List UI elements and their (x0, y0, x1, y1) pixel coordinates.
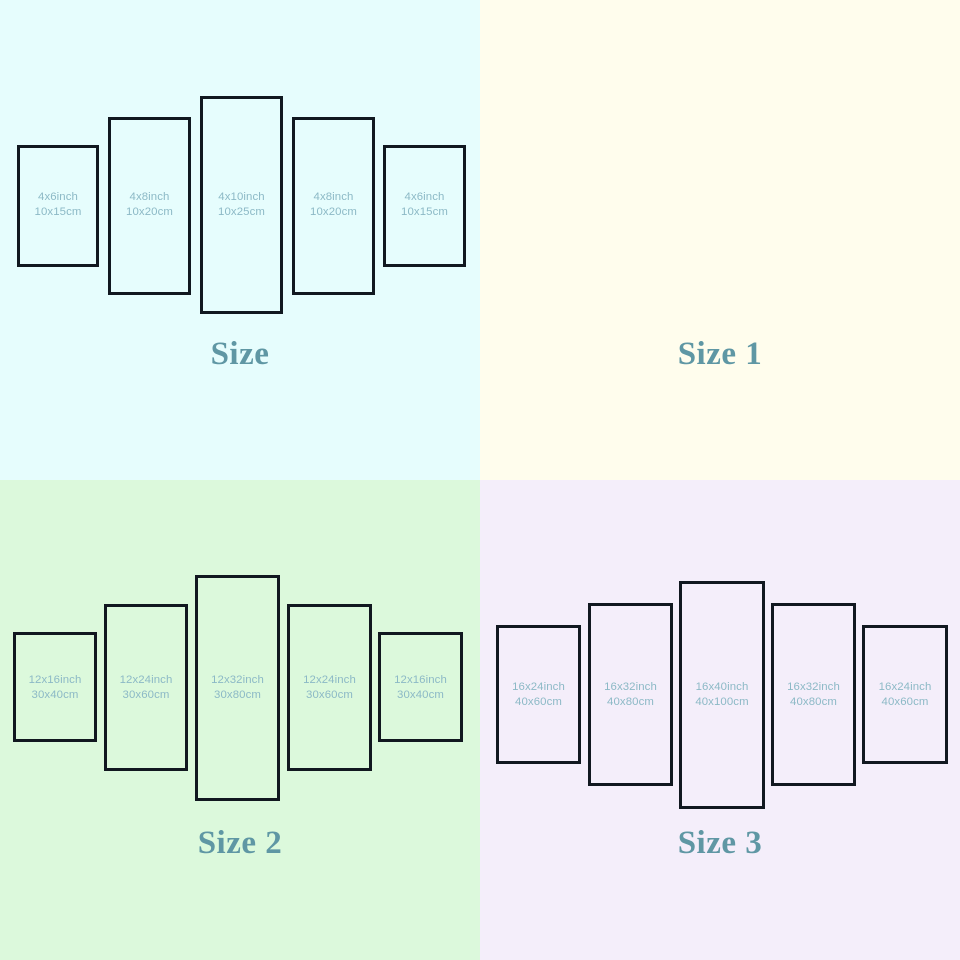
panel-size-inches: 16x32inch (604, 680, 657, 693)
panel-size-label-text: 16x32inch 40x80cm (771, 680, 856, 710)
panel-size-centimeters: 40x80cm (790, 696, 837, 708)
panel-size-label-text: 4x8inch 10x20cm (292, 190, 375, 220)
canvas-panel (771, 603, 856, 786)
panel-group-size-2: 12x16inch 30x40cm 12x24inch 30x60cm 12x32inc… (0, 480, 480, 880)
panel-size-inches: 4x8inch (313, 190, 354, 203)
quadrant-size-1: 8x14inch20x35cm8x18inch20x45cm8x22inch20… (480, 0, 960, 480)
quadrant-size-2: 12x16inch 30x40cm 12x24inch 30x60cm 12x32inc… (0, 480, 480, 960)
panel-size-centimeters: 10x15cm (401, 206, 448, 218)
panel-size-label-text: 16x24inch 40x60cm (496, 680, 581, 710)
panel-size-label-text: 4x8inch 10x20cm (108, 190, 191, 220)
panel-size-label: 12x32inch 30x80cm (195, 673, 280, 703)
panel-size-label: 4x6inch 10x15cm (17, 190, 99, 220)
canvas-panel (378, 632, 463, 742)
panel-size-inches: 16x24inch (512, 680, 565, 693)
quadrant-size-3: 16x24inch 40x60cm 16x32inch 40x80cm 16x40inc… (480, 480, 960, 960)
panel-size-inches: 12x16inch (28, 673, 82, 686)
panel-group-size-3: 16x24inch 40x60cm 16x32inch 40x80cm 16x40inc… (480, 480, 960, 880)
panel-size-label: 12x24inch 30x60cm (287, 673, 372, 703)
canvas-panel (195, 575, 280, 801)
panel-size-centimeters: 30x60cm (122, 689, 170, 701)
panel-size-label: 16x24inch 40x60cm (862, 680, 948, 710)
panel-size-inches: 16x40inch (695, 680, 749, 693)
panel-size-label-text: 16x32inch 40x80cm (588, 680, 673, 710)
panel-size-label: 12x24inch 30x60cm (104, 673, 188, 703)
panel-size-centimeters: 10x20cm (310, 206, 357, 218)
panel-size-label: 12x16inch 30x40cm (378, 673, 463, 703)
panel-size-centimeters: 40x60cm (515, 696, 562, 708)
panel-size-label-text: 4x6inch 10x15cm (17, 190, 99, 220)
panel-size-label: 12x16inch 30x40cm (13, 673, 97, 703)
quadrant-title-size-2: Size 2 (197, 825, 283, 861)
canvas-panel (200, 96, 283, 314)
panel-size-label-text: 12x24inch 30x60cm (287, 673, 372, 703)
panel-size-label: 4x10inch 10x25cm (200, 190, 283, 220)
quadrant-title-size-3: Size 3 (677, 825, 763, 861)
panel-size-label: 16x32inch 40x80cm (588, 680, 673, 710)
panel-size-inches: 16x32inch (787, 680, 840, 693)
panel-size-centimeters: 10x15cm (34, 206, 82, 218)
canvas-panel (287, 604, 372, 771)
canvas-panel (496, 625, 581, 764)
canvas-panel (383, 145, 466, 267)
panel-size-label-text: 16x24inch 40x60cm (862, 680, 948, 710)
panel-size-inches: 16x24inch (878, 680, 932, 693)
panel-size-label: 4x8inch 10x20cm (292, 190, 375, 220)
canvas-panel (679, 581, 765, 809)
panel-size-centimeters: 30x60cm (306, 689, 353, 701)
canvas-panel (104, 604, 188, 771)
panel-size-inches: 4x8inch (129, 190, 170, 203)
panel-size-inches: 4x10inch (218, 190, 265, 203)
panel-size-inches: 4x6inch (38, 190, 78, 203)
panel-size-label-text: 4x6inch 10x15cm (383, 190, 466, 220)
quadrant-size: 4x6inch 10x15cm 4x8inch 10x20cm 4x10inch 10x2… (0, 0, 480, 480)
panel-size-label-text: 12x16inch 30x40cm (13, 673, 97, 703)
panel-size-label: 16x32inch 40x80cm (771, 680, 856, 710)
canvas-panel (17, 145, 99, 267)
panel-size-centimeters: 30x40cm (31, 689, 79, 701)
panel-size-label-text: 12x24inch 30x60cm (104, 673, 188, 703)
canvas-panel (862, 625, 948, 764)
canvas-panel (588, 603, 673, 786)
panel-size-centimeters: 10x25cm (218, 206, 265, 218)
panel-size-label: 4x8inch 10x20cm (108, 190, 191, 220)
canvas-panel (292, 117, 375, 295)
panel-size-centimeters: 40x80cm (607, 696, 654, 708)
panel-size-centimeters: 40x60cm (881, 696, 929, 708)
panel-size-inches: 12x24inch (119, 673, 173, 686)
panel-size-label: 16x24inch 40x60cm (496, 680, 581, 710)
quadrant-title-size-1: Size 1 (677, 336, 763, 372)
panel-size-label-text: 12x16inch 30x40cm (378, 673, 463, 703)
panel-size-inches: 12x24inch (303, 673, 356, 686)
panel-size-inches: 12x32inch (211, 673, 264, 686)
panel-size-label: 16x40inch 40x100cm (679, 680, 765, 710)
canvas-panel (108, 117, 191, 295)
panel-size-centimeters: 40x100cm (695, 696, 749, 708)
panel-size-label: 4x6inch 10x15cm (383, 190, 466, 220)
panel-size-centimeters: 10x20cm (126, 206, 173, 218)
panel-size-inches: 12x16inch (394, 673, 447, 686)
quadrant-title-size: Size (210, 336, 270, 372)
panel-size-centimeters: 30x80cm (214, 689, 261, 701)
panel-size-label-text: 12x32inch 30x80cm (195, 673, 280, 703)
canvas-panel (13, 632, 97, 742)
panel-size-centimeters: 30x40cm (397, 689, 444, 701)
panel-size-label-text: 4x10inch 10x25cm (200, 190, 283, 220)
panel-size-inches: 4x6inch (404, 190, 445, 203)
panel-size-label-text: 16x40inch 40x100cm (679, 680, 765, 710)
